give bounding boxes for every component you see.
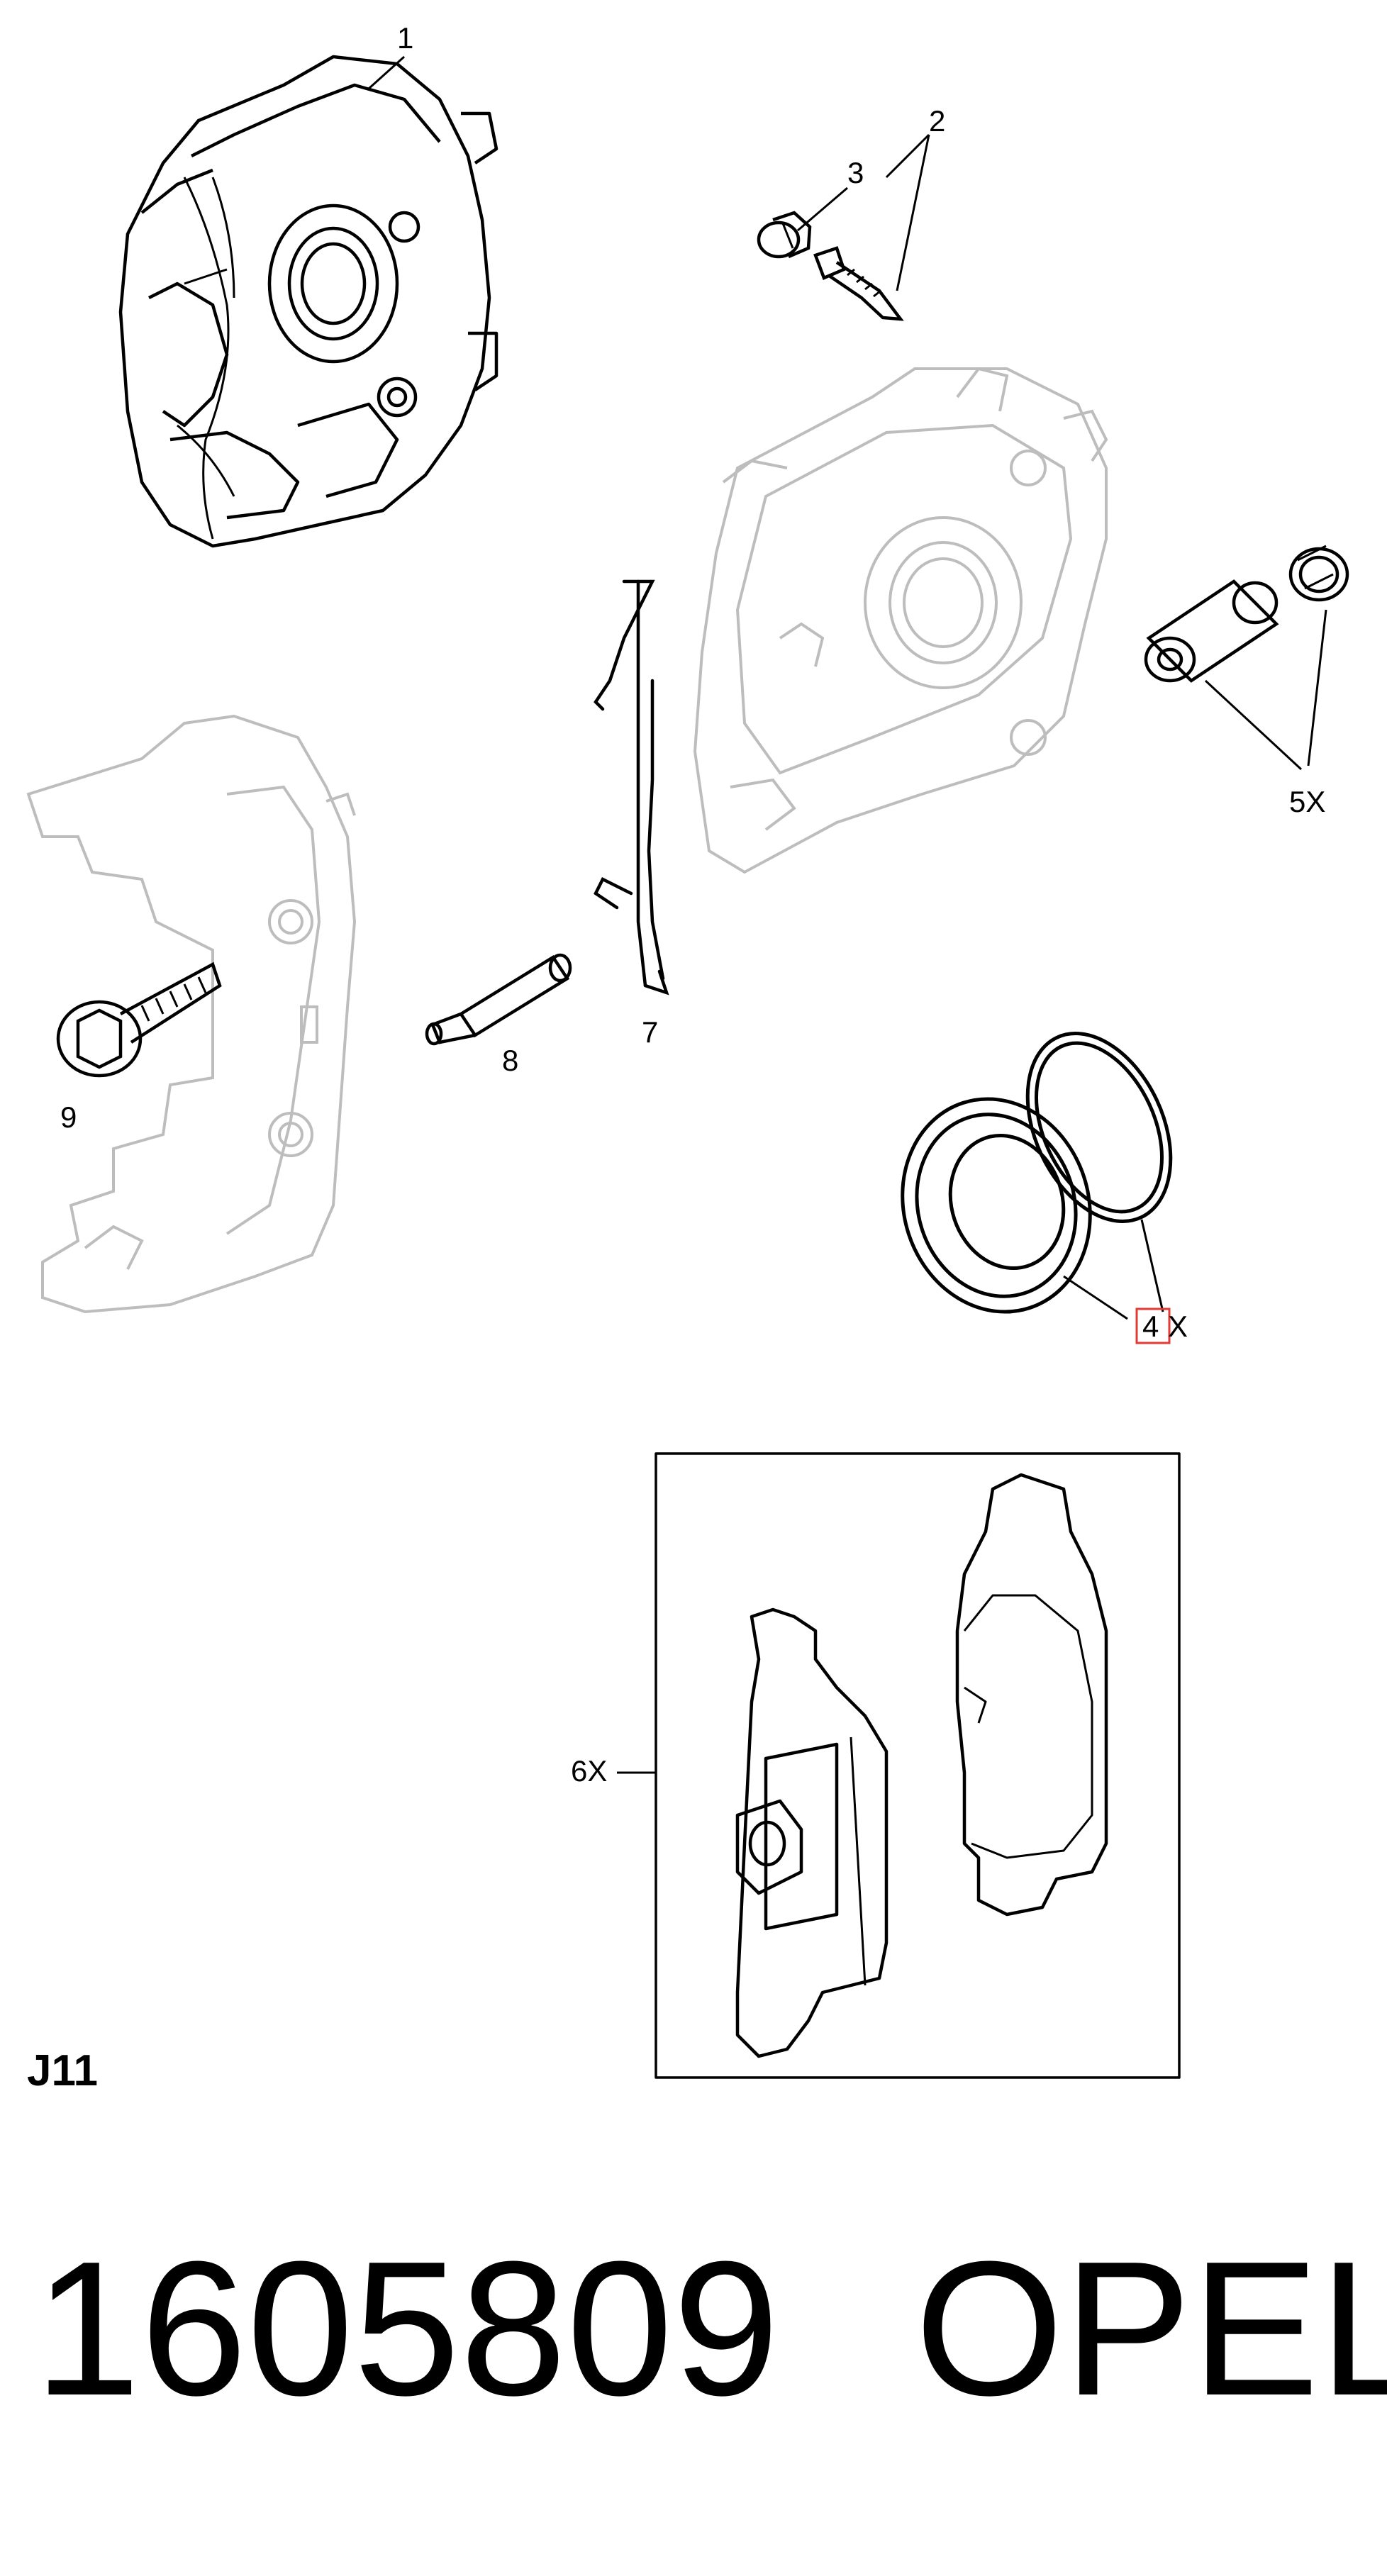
callout-9: 9 [60, 1100, 77, 1134]
callout-3: 3 [847, 156, 864, 189]
anti-rattle-spring-part-7 [594, 579, 669, 996]
callout-7: 7 [642, 1015, 658, 1049]
part-number: 1605809 [34, 2222, 780, 2436]
diagram-code: J11 [27, 2046, 99, 2095]
brand-name: OPEL [915, 2222, 1387, 2436]
bleed-screw-part-2 [813, 246, 904, 321]
bleed-cap-part-3 [757, 211, 812, 259]
caliper-housing-part-1 [118, 55, 498, 548]
bolt-part-9 [56, 961, 222, 1078]
callout-4: 4 [1142, 1310, 1159, 1343]
callout-5: 5X [1289, 785, 1325, 818]
guide-sleeve-part-5 [1144, 545, 1349, 683]
ghost-caliper-housing [693, 367, 1108, 874]
callout-1: 1 [397, 21, 413, 55]
brake-pads-part-6 [654, 1452, 1181, 2079]
callout-6: 6X [571, 1754, 607, 1788]
piston-seal-part-4 [901, 1032, 1173, 1314]
callout-4-x: X [1168, 1310, 1188, 1343]
leader-lines [367, 55, 1327, 1774]
callout-2: 2 [929, 104, 945, 138]
guide-pin-part-8 [425, 953, 572, 1046]
callout-8: 8 [502, 1044, 518, 1077]
highlight-box [1135, 1307, 1171, 1344]
ghost-mounting-bracket [26, 714, 357, 1314]
